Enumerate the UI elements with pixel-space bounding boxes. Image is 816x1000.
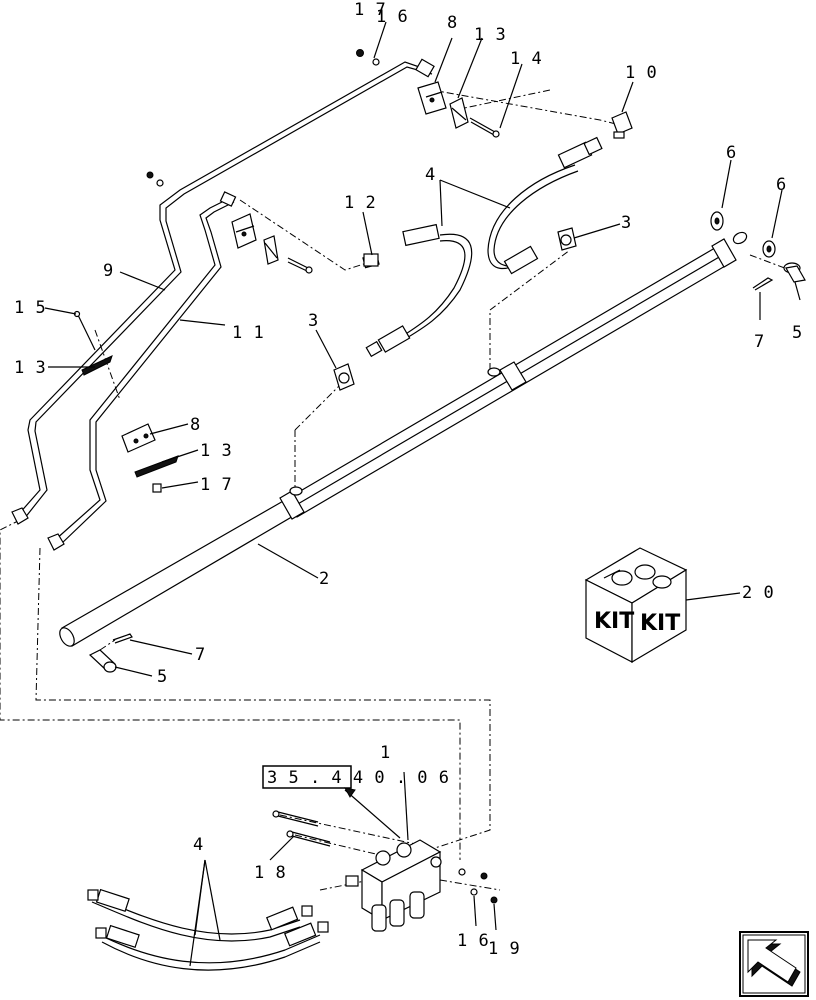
callout-2: 2	[319, 569, 330, 589]
callout-13-left: 1 3	[14, 358, 46, 378]
valve-bolts-18	[272, 810, 331, 847]
cotter-pin-7-left	[112, 633, 133, 644]
elbow-fitting-3-left	[333, 363, 355, 391]
valve-nuts-16-19	[458, 868, 498, 904]
pin-5-right	[783, 262, 806, 283]
cotter-pin-7-right	[752, 277, 774, 291]
callout-3-right: 3	[621, 213, 632, 233]
kit-box: KIT KIT	[584, 547, 688, 664]
callout-17-lower: 1 7	[200, 475, 232, 495]
callout-14: 1 4	[510, 49, 542, 69]
callout-11: 1 1	[232, 323, 264, 343]
callout-10: 1 0	[625, 63, 657, 83]
steel-tube-11	[54, 197, 235, 546]
callout-4-lower: 4	[193, 835, 204, 855]
steel-tube-9	[17, 61, 433, 520]
callout-8-lower: 8	[190, 415, 201, 435]
tube-end-nuts	[11, 58, 435, 551]
callout-15: 1 5	[14, 298, 46, 318]
elbow-fitting-3-right	[557, 227, 577, 251]
callout-1: 1	[380, 743, 391, 763]
callout-3-left: 3	[308, 311, 319, 331]
washer-6-right	[762, 240, 776, 258]
callout-8-top: 8	[447, 13, 458, 33]
clamp-assembly-lower	[73, 310, 179, 493]
navigation-arrow-icon[interactable]	[739, 931, 809, 997]
callout-18: 1 8	[254, 863, 286, 883]
callout-5-right: 5	[792, 323, 803, 343]
clamp-block-upper	[417, 81, 447, 115]
hose-lower	[87, 888, 329, 971]
hydraulic-cylinder	[59, 231, 748, 647]
hose-upper-right	[487, 136, 603, 275]
washer-6-left	[710, 211, 724, 231]
pin-5-left	[88, 649, 117, 673]
callout-5-left: 5	[157, 667, 168, 687]
clamp-block-middle	[146, 171, 313, 274]
hose-upper-left	[362, 223, 473, 358]
clamp-bolt-upper	[469, 117, 500, 138]
callout-7-left: 7	[195, 645, 206, 665]
callout-4-top: 4	[425, 165, 436, 185]
clamp-nut-upper	[356, 49, 380, 66]
kit-label-right: KIT	[640, 611, 680, 636]
kit-label-left: KIT	[594, 609, 634, 634]
callout-13-lower: 1 3	[200, 441, 232, 461]
callout-20: 2 0	[742, 583, 774, 603]
reference-box-text: 3 5 . 4 4 0 . 0 6	[267, 768, 450, 788]
callout-16-lower: 1 6	[457, 931, 489, 951]
reference-box[interactable]: 3 5 . 4 4 0 . 0 6	[262, 765, 450, 839]
leader-lines	[44, 21, 801, 967]
callout-9: 9	[103, 261, 114, 281]
clamp-plate-upper	[449, 97, 469, 129]
callout-16-top: 1 6	[376, 7, 408, 27]
callout-numbers: 1 7 1 6 8 1 3 1 4 1 0 4 1 2 3 6 6 9 1 5 …	[14, 0, 803, 959]
elbow-fitting-10	[611, 111, 633, 139]
callout-13-top: 1 3	[474, 25, 506, 45]
control-valve	[345, 839, 442, 932]
callout-6-right: 6	[776, 175, 787, 195]
adapter-fitting-12	[363, 253, 379, 267]
callout-19: 1 9	[488, 939, 520, 959]
callout-12: 1 2	[344, 193, 376, 213]
callout-6-left: 6	[726, 143, 737, 163]
callout-17-top: 1 7	[354, 0, 386, 20]
callout-7-right: 7	[754, 332, 765, 352]
